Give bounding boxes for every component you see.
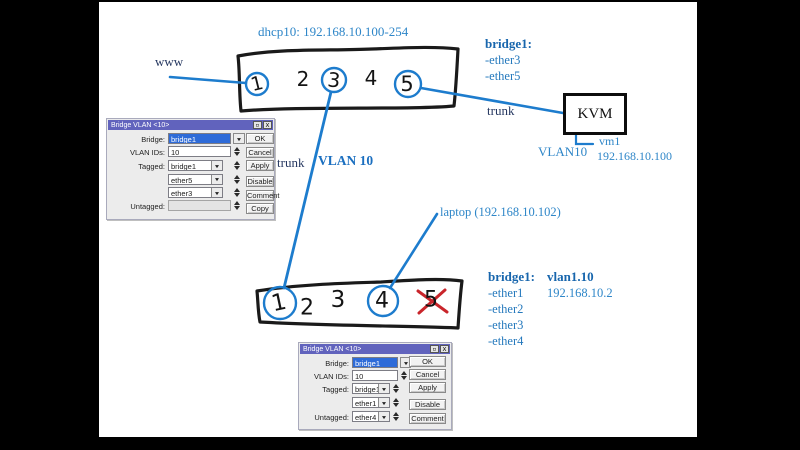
bottom-bridge-note: bridge1: -ether1 -ether2 -ether3 -ether4 [488, 269, 535, 349]
top-port-3: 3 [326, 67, 342, 93]
dropdown-arrow-icon[interactable] [211, 174, 222, 184]
minimize-icon[interactable]: ▫ [253, 121, 262, 129]
bottom-bridge-note-line: -ether2 [488, 302, 524, 316]
vlan-ids-input[interactable]: 10 [352, 370, 398, 381]
top-bridge-note-title: bridge1: [485, 36, 532, 51]
tagged-spinner-icon[interactable] [233, 187, 241, 198]
dropdown-arrow-icon[interactable] [378, 384, 389, 393]
minimize-icon[interactable]: ▫ [430, 345, 439, 353]
laptop-label: laptop (192.168.10.102) [440, 205, 561, 219]
untagged-spinner-icon[interactable] [233, 200, 241, 211]
bridge-vlan-dialog-bottom: Bridge VLAN <10> ▫ x Bridge: bridge1 VLA… [298, 342, 452, 430]
untagged-input[interactable] [168, 200, 231, 211]
bottom-bridge-note-line: -ether1 [488, 286, 524, 300]
dialog-title: Bridge VLAN <10> [303, 345, 362, 353]
untagged-select[interactable]: ether4 [352, 411, 390, 422]
disable-button[interactable]: Disable [409, 399, 446, 410]
bottom-port-3: 3 [330, 287, 346, 313]
tagged-value: bridge1 [171, 162, 197, 171]
comment-button[interactable]: Comment [409, 412, 446, 424]
kvm-vlan10-label: VLAN10 [538, 144, 588, 159]
vlan-interface-ip: 192.168.10.2 [547, 286, 613, 300]
dropdown-arrow-icon[interactable] [378, 398, 389, 407]
dhcp-range-label: dhcp10: 192.168.10.100-254 [258, 24, 409, 39]
bottom-bridge-note-line: -ether4 [488, 334, 524, 348]
tagged-spinner-icon[interactable] [233, 174, 241, 185]
kvm-host-box: KVM [563, 93, 627, 135]
apply-button[interactable]: Apply [246, 160, 274, 171]
apply-button[interactable]: Apply [409, 381, 446, 393]
tagged-field-label: Tagged: [322, 385, 349, 394]
tagged-spinner-icon[interactable] [392, 383, 400, 394]
close-icon[interactable]: x [440, 345, 449, 353]
untagged-field-label: Untagged: [314, 413, 349, 422]
bottom-bridge-note-title: bridge1: [488, 269, 535, 284]
dialog-titlebar[interactable]: Bridge VLAN <10> ▫ x [108, 120, 273, 130]
bottom-port-5: 5 [424, 287, 438, 313]
cancel-button[interactable]: Cancel [246, 147, 274, 158]
ok-button[interactable]: OK [246, 133, 274, 144]
close-icon[interactable]: x [263, 121, 272, 129]
tagged-select-1[interactable]: bridge1 [352, 383, 390, 394]
tagged-spinner-icon[interactable] [392, 397, 400, 408]
vlan-interface-name: vlan1.10 [547, 269, 594, 284]
vlan-ids-spinner-icon[interactable] [400, 370, 408, 381]
tagged-value: bridge1 [355, 385, 381, 394]
vlan-ids-field-label: VLAN IDs: [129, 148, 165, 157]
trunk-mid-label: trunk [277, 155, 305, 170]
dropdown-arrow-icon[interactable] [378, 412, 389, 421]
bridge-field-label: Bridge: [325, 359, 349, 368]
tagged-value: ether5 [171, 175, 193, 185]
vlan-ids-input[interactable]: 10 [168, 146, 231, 157]
dropdown-arrow-icon[interactable] [211, 161, 222, 170]
vlan10-mid-label: VLAN 10 [318, 153, 374, 168]
bridge-select[interactable]: bridge1 [352, 357, 398, 368]
tagged-select-3[interactable]: ether3 [168, 187, 223, 198]
tagged-select-2[interactable]: ether1 [352, 397, 390, 408]
dropdown-arrow-icon[interactable] [211, 188, 222, 197]
untagged-spinner-icon[interactable] [392, 411, 400, 422]
tagged-value: ether1 [355, 399, 377, 408]
copy-button[interactable]: Copy [246, 203, 274, 214]
bridge-field-label: Bridge: [141, 135, 165, 144]
tagged-field-label: Tagged: [138, 162, 165, 171]
tagged-spinner-icon[interactable] [233, 160, 241, 171]
vm1-label: vm1 [599, 134, 621, 148]
trunk-right-label: trunk [487, 103, 515, 118]
vlan-ids-spinner-icon[interactable] [233, 146, 241, 157]
bottom-port-4: 4 [375, 288, 389, 314]
www-label: www [155, 54, 184, 69]
vlan-interface-note: vlan1.10 192.168.10.2 [547, 269, 613, 301]
untagged-field-label: Untagged: [130, 202, 165, 211]
dialog-titlebar[interactable]: Bridge VLAN <10> ▫ x [300, 344, 450, 354]
top-port-5: 5 [400, 72, 414, 96]
top-bridge-note-line: -ether5 [485, 69, 521, 83]
top-port-2: 2 [296, 67, 310, 91]
disable-button[interactable]: Disable [246, 176, 274, 187]
vm1-ip-label: 192.168.10.100 [597, 149, 672, 163]
untagged-value: ether4 [355, 413, 377, 422]
bridge-vlan-dialog-top: Bridge VLAN <10> ▫ x Bridge: bridge1 VLA… [106, 118, 280, 220]
cancel-button[interactable]: Cancel [409, 369, 446, 380]
top-bridge-note-line: -ether3 [485, 53, 521, 67]
vlan-ids-field-label: VLAN IDs: [313, 372, 349, 381]
tagged-select-2[interactable]: ether5 [168, 173, 223, 185]
ok-button[interactable]: OK [409, 356, 446, 367]
dialog-title: Bridge VLAN <10> [111, 121, 170, 129]
bridge-dropdown-icon[interactable] [233, 133, 245, 144]
comment-button[interactable]: Comment [246, 189, 280, 201]
tagged-value: ether3 [171, 189, 193, 198]
tagged-select-1[interactable]: bridge1 [168, 160, 223, 171]
top-bridge-note: bridge1: -ether3 -ether5 [485, 36, 532, 84]
bottom-port-2: 2 [300, 295, 314, 321]
bottom-bridge-note-line: -ether3 [488, 318, 524, 332]
kvm-label: KVM [577, 105, 613, 122]
top-port-4: 4 [364, 66, 378, 90]
bridge-select[interactable]: bridge1 [168, 133, 231, 144]
